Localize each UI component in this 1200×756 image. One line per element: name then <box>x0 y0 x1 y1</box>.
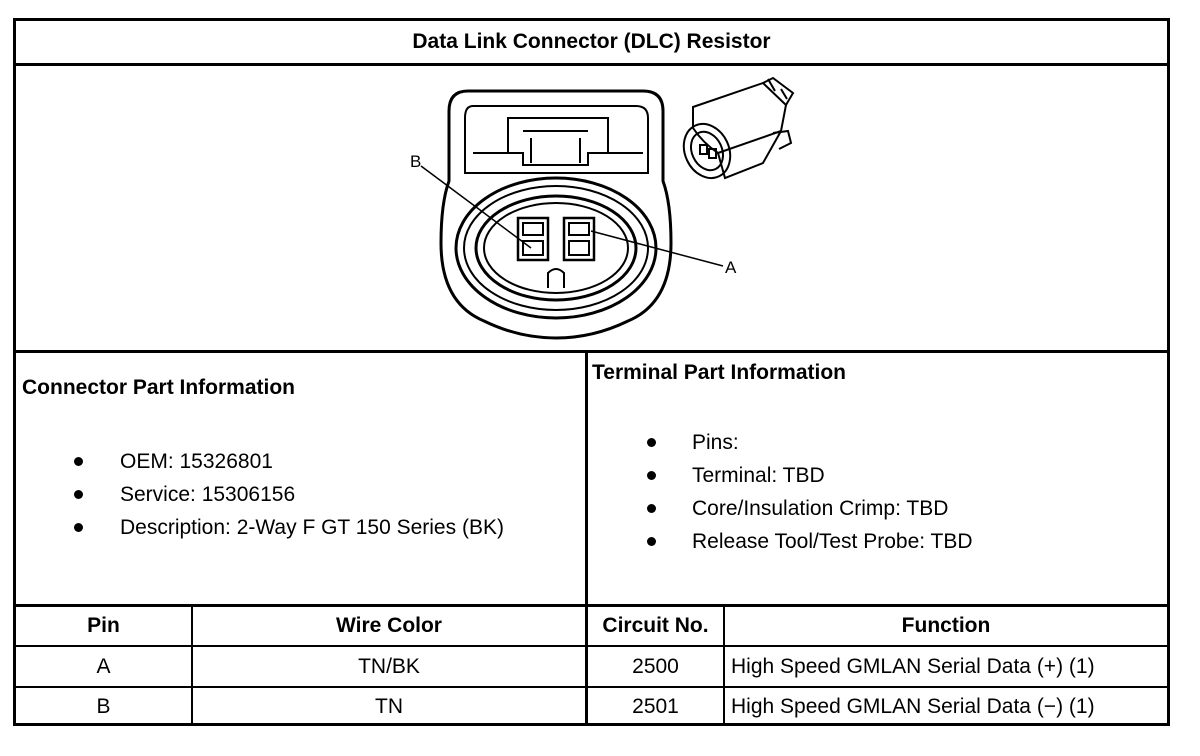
list-item: Release Tool/Test Probe: TBD <box>588 525 973 558</box>
divider <box>16 350 1167 353</box>
bullet-icon <box>647 537 656 546</box>
column-header-wire-color: Wire Color <box>336 614 442 637</box>
table-cell-wire-color: TN <box>375 695 403 718</box>
list-item: Pins: <box>588 426 973 459</box>
callout-a: A <box>725 258 737 277</box>
sheet-title: Data Link Connector (DLC) Resistor <box>412 30 771 53</box>
divider <box>16 604 1167 607</box>
table-cell-function: High Speed GMLAN Serial Data (+) (1) <box>731 654 1095 678</box>
connector-diagram: B A <box>16 66 1167 350</box>
bullet-icon <box>74 457 83 466</box>
divider <box>16 63 1167 66</box>
table-cell-circuit: 2500 <box>632 654 679 678</box>
bullet-icon <box>74 523 83 532</box>
connector-info-heading: Connector Part Information <box>22 376 296 399</box>
divider <box>16 645 1167 647</box>
bullet-icon <box>74 490 83 499</box>
column-header-circuit: Circuit No. <box>602 614 709 637</box>
list-item: Description: 2-Way F GT 150 Series (BK) <box>16 511 504 544</box>
table-cell-wire-color: TN/BK <box>358 654 420 678</box>
divider <box>585 604 588 726</box>
list-item: Terminal: TBD <box>588 459 973 492</box>
table-cell-function: High Speed GMLAN Serial Data (−) (1) <box>731 695 1095 718</box>
terminal-info-heading: Terminal Part Information <box>592 361 846 384</box>
column-header-pin: Pin <box>87 614 120 637</box>
table-cell-circuit: 2501 <box>632 695 679 718</box>
terminal-info-list: Pins: Terminal: TBD Core/Insulation Crim… <box>588 426 973 558</box>
list-item: OEM: 15326801 <box>16 445 504 478</box>
divider <box>16 686 1167 688</box>
bullet-icon <box>647 438 656 447</box>
divider <box>585 353 588 604</box>
table-cell-pin: A <box>96 654 111 678</box>
list-item: Core/Insulation Crimp: TBD <box>588 492 973 525</box>
connector-face-drawing: B A <box>410 76 795 340</box>
list-item: Service: 15306156 <box>16 478 504 511</box>
column-header-function: Function <box>901 614 991 637</box>
callout-b: B <box>410 152 421 171</box>
divider <box>191 604 193 726</box>
bullet-icon <box>647 471 656 480</box>
connector-info-sheet: Data Link Connector (DLC) Resistor <box>13 18 1170 726</box>
table-cell-pin: B <box>96 695 111 718</box>
bullet-icon <box>647 504 656 513</box>
divider <box>723 604 725 726</box>
connector-info-list: OEM: 15326801 Service: 15306156 Descript… <box>16 445 504 544</box>
